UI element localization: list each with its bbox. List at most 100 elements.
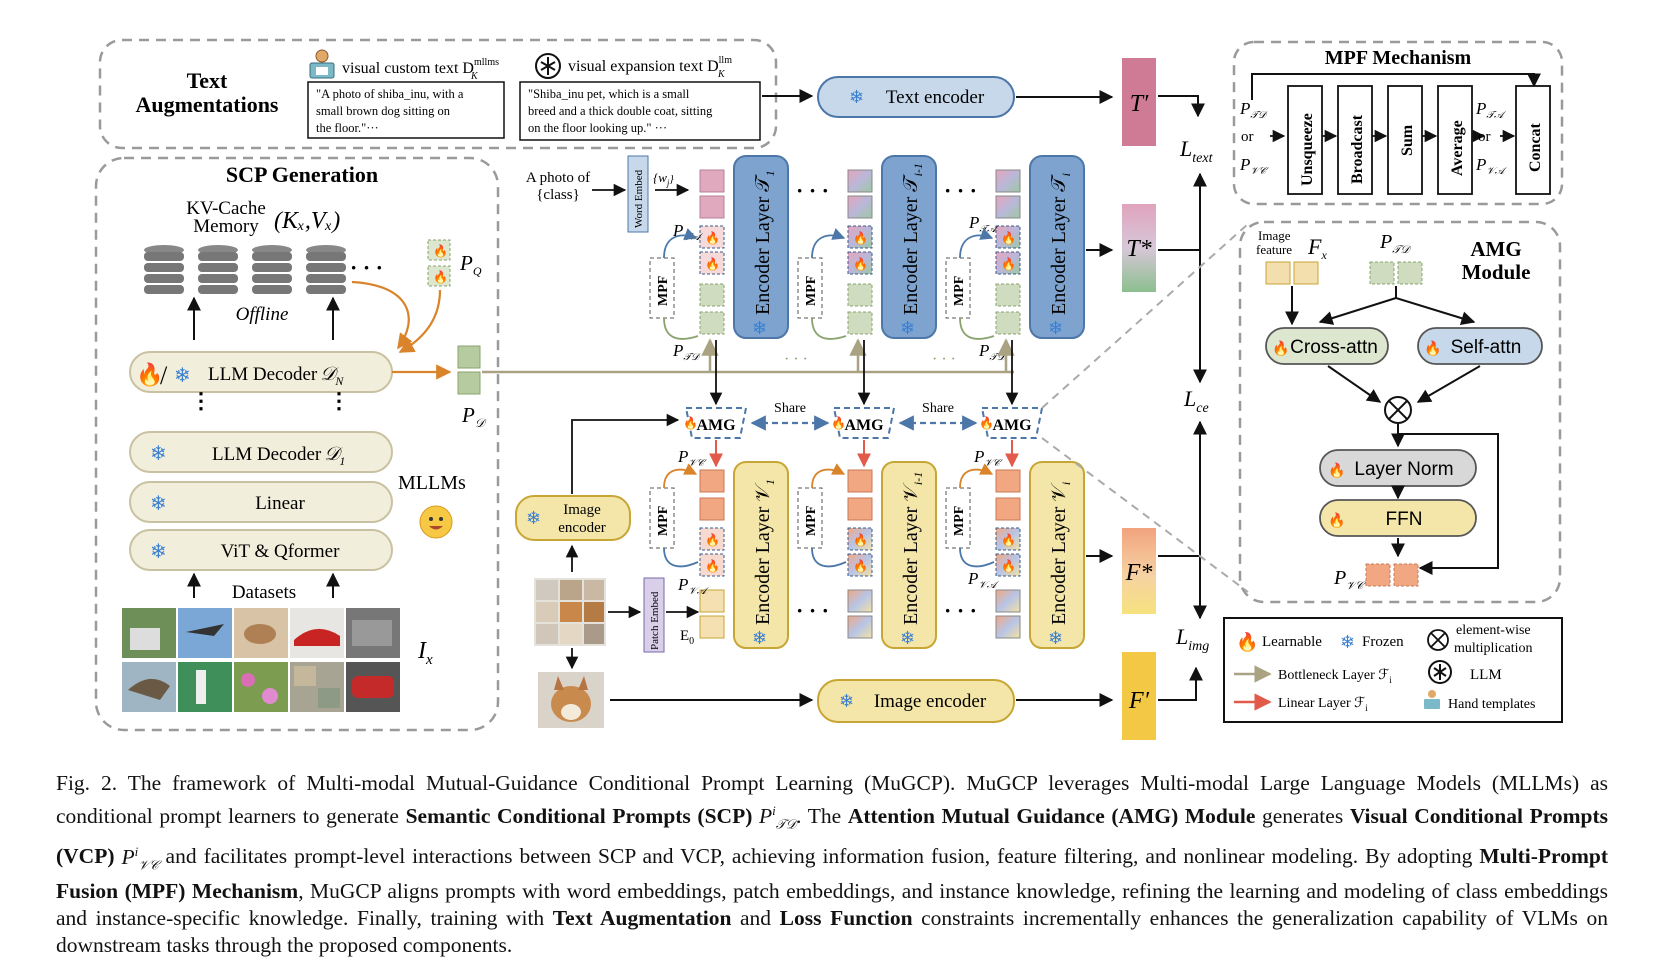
svg-text:Encoder Layer 𝒱i: Encoder Layer 𝒱i — [1048, 482, 1073, 625]
svg-text:🔥: 🔥 — [1328, 512, 1345, 529]
pd-token-1 — [457, 345, 481, 369]
svg-text:Linear Layer ℱi: Linear Layer ℱi — [1278, 696, 1368, 713]
encoder-ti-sub: i — [1059, 173, 1073, 176]
fx-token-2 — [1293, 261, 1319, 285]
svg-text:🔥: 🔥 — [705, 533, 720, 547]
text-aug-panel — [98, 38, 778, 150]
mpf-or-left: or — [1241, 129, 1254, 145]
mpf-label: MPF — [804, 506, 819, 536]
encoder-layer-v-i-1 — [881, 461, 937, 649]
mpf-block-text-3 — [945, 257, 971, 319]
mpf-op-average: Average — [1437, 85, 1473, 195]
t-prime-label: T′ — [1130, 91, 1149, 117]
class-label: {class} — [536, 187, 580, 203]
svg-text:P𝒱𝒜: P𝒱𝒜 — [1475, 155, 1508, 177]
svg-text:· · ·: · · · — [796, 598, 829, 623]
self-attn-label: Self-attn — [1451, 337, 1522, 358]
ffn-block — [1319, 499, 1477, 537]
text-encoder-top — [817, 76, 1015, 118]
mpf-block-text-1 — [649, 257, 675, 319]
caption-part-4: and facilitates prompt-level interaction… — [158, 844, 1480, 869]
amg-block-2: 🔥 AMG — [831, 407, 896, 439]
svg-text:P𝒯𝒟: P𝒯𝒟 — [1239, 99, 1268, 121]
fx-sub: x — [1320, 248, 1327, 262]
t-star-label: T* — [1126, 236, 1151, 262]
caption-bold-mpf: Multi-Prompt Fusion (MPF) Mechanism — [56, 844, 1608, 903]
pvc-token-1 — [1365, 563, 1391, 587]
image-encoder-small-l1: Image — [563, 502, 601, 518]
svg-text:· · ·: · · · — [944, 178, 977, 203]
ptd-token-2 — [1397, 261, 1423, 285]
svg-text:Encoder Layer 𝒯i-1: Encoder Layer 𝒯i-1 — [900, 163, 925, 315]
l-ce-sub: ce — [1196, 401, 1208, 416]
e0-label: E — [680, 628, 689, 644]
pq-token-2 — [427, 265, 451, 287]
svg-text:Broadcast: Broadcast — [1349, 114, 1366, 184]
mpf-block-vision-3 — [945, 487, 971, 549]
svg-text:🔥: 🔥 — [705, 231, 720, 245]
legend-bottleneck: Bottleneck Layer ℱ — [1278, 668, 1389, 683]
expansion-text-box — [519, 81, 761, 141]
multiply-icon — [1384, 396, 1412, 424]
svg-text:⋮: ⋮ — [190, 388, 212, 413]
svg-text:⋮: ⋮ — [328, 388, 350, 413]
mpf-label: MPF — [656, 506, 671, 536]
share-label-1: Share — [774, 401, 806, 416]
svg-text:🔥: 🔥 — [1001, 559, 1016, 573]
visual-custom-label: visual custom text D — [342, 60, 474, 77]
legend-llm: LLM — [1470, 667, 1502, 683]
svg-text:🔥: 🔥 — [705, 559, 720, 573]
svg-text:P𝒯𝒟: P𝒯𝒟 — [978, 341, 1007, 363]
svg-text:Bottleneck Layer ℱi: Bottleneck Layer ℱi — [1278, 668, 1392, 685]
visual-custom-sup: mllms — [474, 57, 499, 68]
ptd-label-1: P — [672, 341, 683, 360]
caption-part-6: and — [731, 905, 780, 930]
mpf-label: MPF — [804, 276, 819, 306]
f-prime-bar — [1122, 652, 1156, 740]
word-embed-block — [627, 155, 649, 233]
encoder-vi1-sub: i-1 — [911, 472, 925, 485]
l-ce-label: L — [1183, 386, 1196, 411]
svg-text:· · ·: · · · — [784, 351, 808, 368]
expansion-text-line-1: "Shiba_inu pet, which is a small — [528, 87, 690, 101]
svg-text:🔥: 🔥 — [705, 257, 720, 271]
encoder-ti1-sub: i-1 — [911, 163, 925, 176]
svg-text:· · ·: · · · — [350, 255, 383, 280]
frozen-icon: ❄ — [1048, 318, 1063, 338]
frozen-icon: ❄ — [150, 541, 167, 563]
encoder-vi1-label: Encoder Layer 𝒱 — [900, 482, 922, 625]
svg-text:Encoder Layer 𝒱1: Encoder Layer 𝒱1 — [752, 479, 777, 625]
llm-decoder-1 — [129, 431, 393, 473]
llm-decoder-n-label: LLM Decoder — [208, 364, 318, 385]
kv-formula: (Kₓ,Vₓ) — [274, 208, 340, 234]
frozen-icon: ❄ — [526, 508, 541, 528]
mpf-block-vision-1 — [649, 487, 675, 549]
caption-part-2: . The — [796, 804, 848, 829]
l-text-sub: text — [1192, 151, 1213, 166]
encoder-layer-t1 — [733, 155, 789, 339]
pvc-label-1: P — [677, 447, 688, 466]
svg-text:P𝒯𝒜: P𝒯𝒜 — [1475, 99, 1507, 121]
svg-text:🔥: 🔥 — [433, 244, 448, 258]
kv-cache-label: KV-Cache — [186, 198, 266, 219]
svg-text:P𝒯𝒟: P𝒯𝒟 — [672, 341, 701, 363]
legend-llm-icon — [1428, 660, 1452, 684]
llm-decoder-1-label: LLM Decoder — [212, 444, 322, 465]
encoder-layer-t-i — [1029, 155, 1085, 339]
linear-label: Linear — [255, 493, 305, 514]
mpf-panel — [1232, 40, 1564, 206]
legend-frozen-icon: ❄ — [1340, 632, 1355, 652]
linear-block — [129, 481, 393, 523]
mpf-op-broadcast: Broadcast — [1337, 85, 1373, 195]
encoder-ti-label: Encoder Layer 𝒯 — [1048, 174, 1070, 315]
frozen-icon: ❄ — [900, 628, 915, 648]
legend-hand: Hand templates — [1448, 697, 1535, 712]
l-img-label: L — [1175, 624, 1188, 649]
mpf-block-vision-2 — [797, 487, 823, 549]
image-feature-l1: Image — [1258, 228, 1291, 243]
patch-embed-block — [643, 577, 665, 653]
caption-part-7: constraints incrementally enhances the g… — [56, 905, 1609, 957]
